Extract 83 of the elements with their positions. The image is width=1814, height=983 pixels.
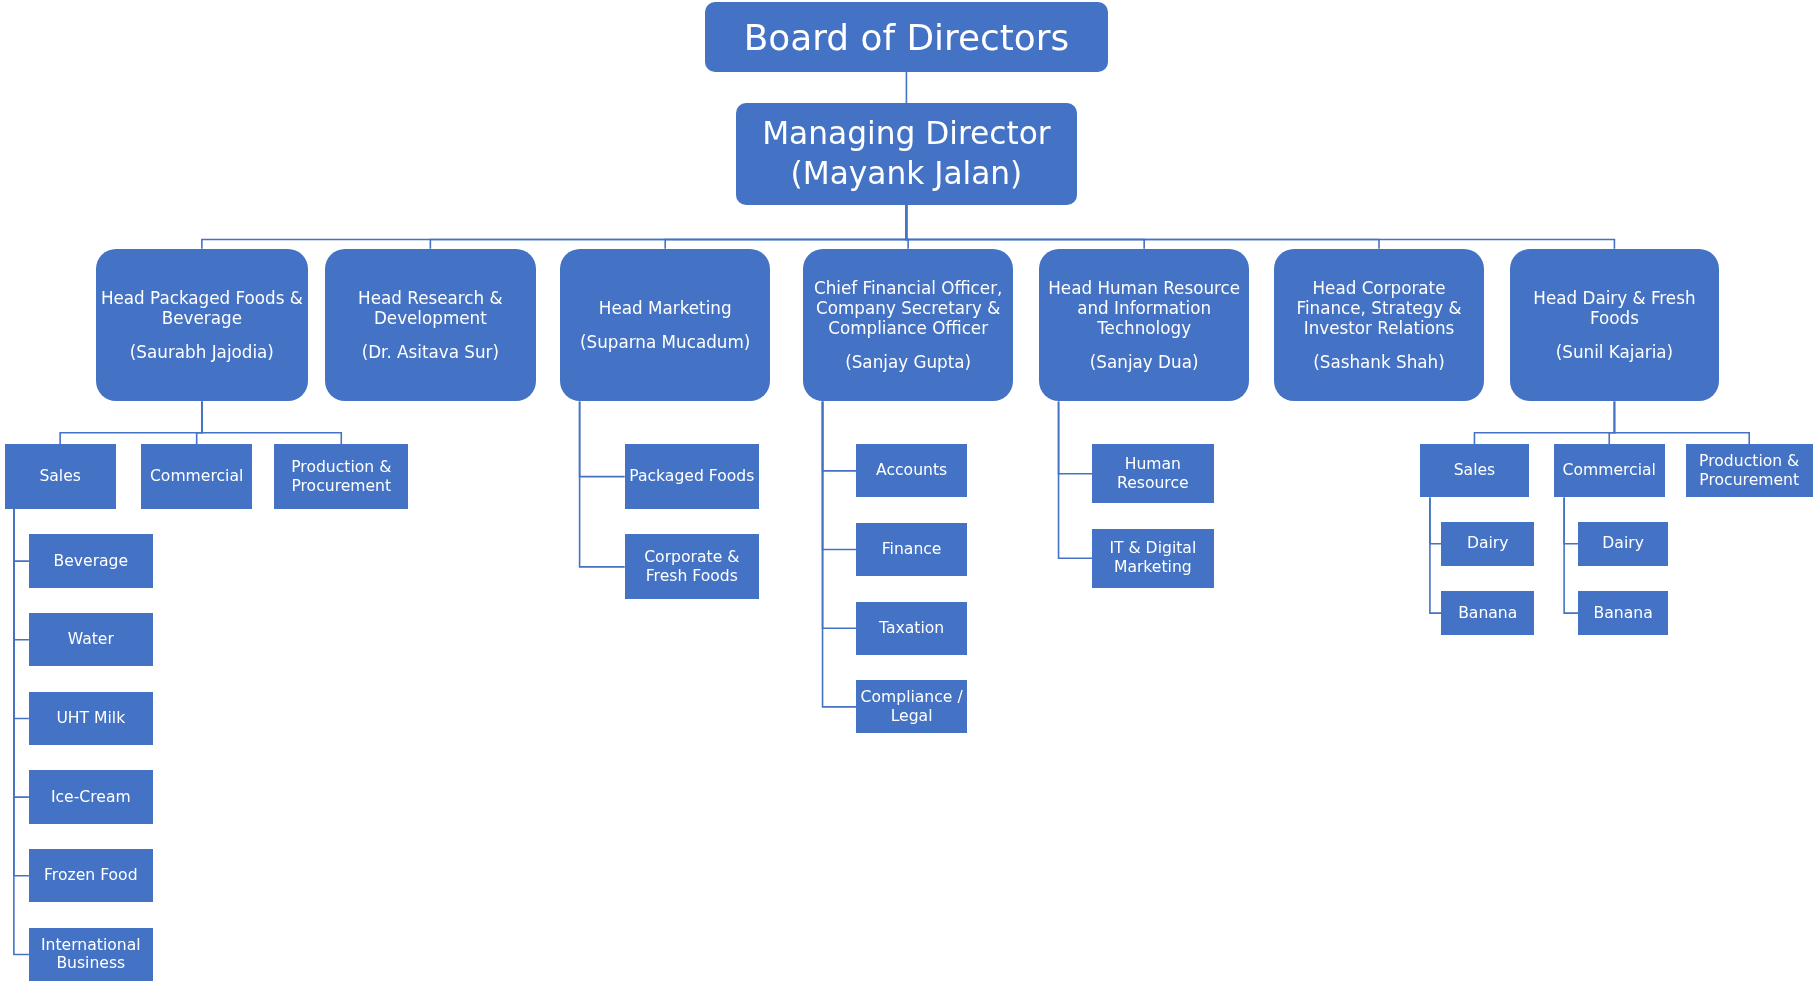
role-title: Production & Procurement — [1698, 452, 1801, 490]
department-box — [624, 534, 759, 600]
person-name: (Mayank Jalan) — [790, 154, 1023, 193]
role-box — [1038, 248, 1250, 402]
role-title: Frozen Food — [44, 866, 138, 886]
role-title: Managing Director — [762, 115, 1051, 153]
role-title: Sales — [1453, 461, 1496, 481]
connector-line — [905, 203, 1616, 250]
role-title: Head Human Resource and Information Technology — [1047, 277, 1242, 339]
role-title: Water — [67, 630, 114, 650]
person-name: (Sunil Kajaria) — [1555, 342, 1674, 363]
role-box — [704, 2, 1109, 72]
role-title: Sales — [39, 467, 81, 486]
person-name: (Dr. Asitava Sur) — [361, 342, 500, 363]
role-title: Chief Financial Officer, Company Secretary & Compliance Officer — [812, 277, 1004, 339]
person-name: (Sanjay Gupta) — [845, 352, 972, 373]
department-box — [1092, 528, 1214, 588]
connector-line — [821, 400, 857, 708]
role-title: Head Research & Development — [357, 287, 504, 329]
department-box — [1685, 444, 1813, 498]
department-box — [4, 444, 116, 509]
role-box — [1273, 248, 1485, 402]
role-title: Commercial — [1562, 461, 1656, 481]
role-title: Human Resource — [1116, 455, 1190, 493]
role-title: Packaged Foods — [629, 467, 755, 486]
role-title: IT & Digital Marketing — [1108, 539, 1198, 577]
department-box — [1419, 444, 1530, 498]
role-box — [735, 102, 1078, 205]
department-box — [274, 444, 409, 509]
role-title: Head Marketing — [598, 297, 732, 319]
connector-line — [1563, 496, 1579, 614]
role-title: Dairy — [1466, 534, 1509, 554]
role-title: Accounts — [876, 461, 948, 481]
department-box — [28, 613, 153, 667]
connector-line — [1057, 400, 1093, 559]
person-name: (Saurabh Jajodia) — [129, 342, 274, 363]
role-title: Head Dairy & Fresh Foods — [1532, 287, 1697, 329]
connector-line — [201, 400, 343, 446]
role-title: Banana — [1593, 603, 1653, 623]
role-title: Compliance / Legal — [860, 688, 964, 726]
department-box — [856, 680, 968, 734]
department-box — [1441, 591, 1534, 636]
department-box — [856, 522, 968, 577]
role-title: Head Corporate Finance, Strategy & Investor Relations — [1295, 277, 1463, 339]
department-box — [856, 601, 968, 655]
role-title: UHT Milk — [56, 709, 126, 728]
department-box — [1578, 521, 1669, 566]
role-title: Board of Directors — [743, 15, 1070, 59]
role-title: Head Packaged Foods & Beverage — [100, 287, 304, 329]
department-box — [1553, 444, 1665, 498]
role-box — [559, 248, 771, 402]
department-box — [1092, 444, 1214, 504]
department-box — [28, 927, 153, 981]
role-title: Finance — [881, 540, 942, 559]
department-box — [1441, 521, 1534, 566]
role-title: Corporate & Fresh Foods — [643, 548, 741, 586]
department-box — [28, 691, 153, 745]
role-box — [1509, 248, 1720, 402]
role-title: Beverage — [53, 551, 129, 571]
role-title: Taxation — [879, 618, 945, 638]
role-title: Dairy — [1602, 534, 1644, 554]
person-name: (Sanjay Dua) — [1089, 352, 1199, 373]
department-box — [28, 849, 153, 903]
role-title: International Business — [40, 935, 142, 974]
connector-line — [905, 70, 908, 104]
department-box — [28, 770, 153, 824]
department-box — [624, 444, 759, 509]
role-box — [802, 248, 1014, 402]
connector-line — [578, 400, 626, 568]
role-title: Ice-Cream — [50, 787, 131, 807]
role-title: Production & Procurement — [290, 457, 393, 496]
role-title: Banana — [1458, 603, 1518, 623]
role-title: Commercial — [149, 467, 244, 486]
connector-line — [1613, 400, 1750, 446]
person-name: (Sashank Shah) — [1313, 352, 1445, 373]
role-box — [325, 248, 536, 402]
connector-line — [1429, 496, 1443, 614]
role-box — [96, 248, 308, 402]
department-box — [856, 444, 968, 498]
department-box — [1578, 591, 1669, 636]
person-name: (Suparna Mucadum) — [580, 332, 751, 353]
department-box — [28, 534, 153, 588]
department-box — [141, 444, 253, 509]
